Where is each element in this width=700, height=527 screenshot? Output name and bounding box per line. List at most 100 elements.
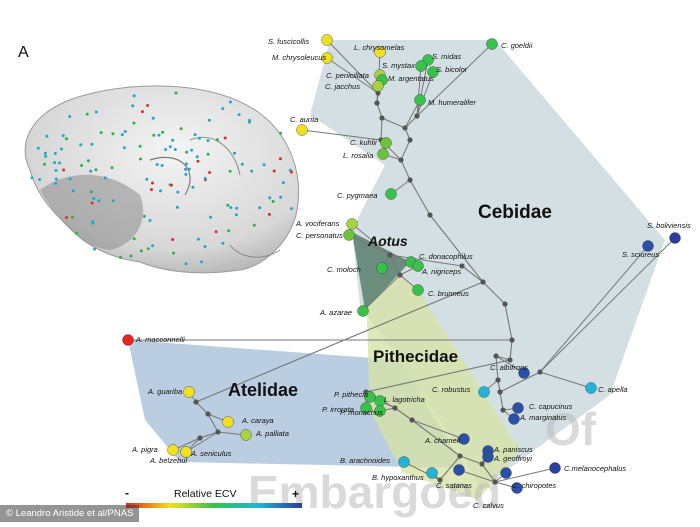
landmark-dot <box>174 91 178 95</box>
internal-node <box>215 429 221 435</box>
species-label-s-fuscicollis: S. fuscicollis <box>268 37 310 46</box>
landmark-dot <box>206 139 210 142</box>
species-label-m-argentatus: M. argentatus <box>388 74 434 83</box>
tree-edge <box>482 281 506 305</box>
landmark-dot <box>43 151 47 155</box>
species-label-s-mystax: S. mystax <box>382 61 415 70</box>
tree-edge <box>400 159 411 181</box>
landmark-dot <box>131 104 135 108</box>
tip-a-caraya <box>222 416 234 428</box>
tree-edge <box>481 463 496 483</box>
landmark-dot <box>207 118 211 122</box>
tip-c-calvus <box>511 482 523 494</box>
landmark-dot <box>38 178 42 181</box>
species-label-a-nigriceps: A. nigriceps <box>421 267 461 276</box>
species-label-a-caraya: A. caraya <box>241 416 274 425</box>
internal-node <box>374 100 380 106</box>
landmark-dot <box>45 134 49 138</box>
tip-edge <box>416 59 429 117</box>
species-label-c-penicillata: C. penicillata <box>326 71 369 80</box>
internal-node <box>409 417 415 423</box>
landmark-dot <box>148 219 152 222</box>
landmark-dot <box>209 215 213 219</box>
landmark-dot <box>94 110 98 114</box>
group-label-cebidae: Cebidae <box>478 202 552 223</box>
landmark-dot <box>196 159 200 163</box>
internal-node <box>500 407 506 413</box>
landmark-dot <box>279 131 283 135</box>
landmark-dot <box>203 245 207 248</box>
species-label-c-apella: C. apella <box>598 385 628 394</box>
species-label-m-chrysoleucus: M. chrysoleucus <box>272 53 326 62</box>
landmark-dot <box>85 112 89 116</box>
internal-node <box>437 477 443 483</box>
landmark-dot <box>94 168 98 172</box>
tip-a-geoffroyi <box>482 451 494 463</box>
landmark-dot <box>268 196 272 200</box>
landmark-dot <box>120 133 124 137</box>
species-label-a-macconnelli: A. macconnelli <box>135 335 185 344</box>
landmark-dot <box>203 176 207 180</box>
landmark-dot <box>234 213 238 217</box>
species-label-a-guariba: A. guariba <box>147 387 182 396</box>
species-label-c-robustus: C. robustus <box>432 385 471 394</box>
landmark-dot <box>198 136 201 140</box>
landmark-dot <box>65 137 68 141</box>
species-label-a-vociferans: A. vociferans <box>295 219 340 228</box>
landmark-dot <box>272 169 276 173</box>
tree-edge <box>411 419 461 457</box>
landmark-dot <box>119 255 122 259</box>
landmark-dot <box>86 159 90 163</box>
landmark-dot <box>139 249 143 253</box>
landmark-dot <box>68 115 72 118</box>
landmark-dot <box>240 162 244 166</box>
landmark-dot <box>54 182 58 185</box>
landmark-dot <box>91 220 95 224</box>
tip-p-monachus <box>374 405 386 417</box>
landmark-dot <box>152 133 156 137</box>
tip-c-kuhlii <box>380 137 392 149</box>
legend-high: + <box>292 487 299 501</box>
tip-edge <box>416 43 493 117</box>
tree-edge <box>207 413 219 433</box>
tip-edge <box>351 223 391 256</box>
tip-s-bicolor <box>427 66 439 78</box>
landmark-dot <box>150 188 153 192</box>
landmark-dot <box>176 190 180 194</box>
species-label-a-marginatus: A. marginatus <box>519 413 567 422</box>
species-label-a-geoffroyi: A. geoffroyi <box>493 454 532 463</box>
tree-edge <box>499 391 504 411</box>
internal-node <box>379 115 385 121</box>
internal-node <box>398 157 404 163</box>
tip-b-hypoxanthus <box>426 467 438 479</box>
landmark-dot <box>179 127 183 131</box>
species-label-c-donacophilus: C. donacophilus <box>419 252 473 261</box>
landmark-dot <box>58 161 61 165</box>
tip-c-apella <box>585 382 597 394</box>
tree-edge <box>459 455 483 465</box>
landmark-dot <box>252 223 256 227</box>
species-label-s-bicolor: S. bicolor <box>436 65 468 74</box>
tip-a-palliata <box>240 429 252 441</box>
tip-c-goeldii <box>486 38 498 50</box>
landmark-dot <box>171 238 175 241</box>
landmark-dot <box>90 142 94 146</box>
internal-node <box>497 389 503 395</box>
landmark-dot <box>172 251 175 255</box>
landmark-dot <box>235 206 239 210</box>
tip-a-nigriceps <box>412 260 424 272</box>
tip-a-seniculus <box>180 446 192 458</box>
internal-node <box>495 377 501 383</box>
landmark-dot <box>92 197 96 200</box>
landmark-dot <box>79 143 83 147</box>
landmark-dot <box>161 130 165 134</box>
landmark-dot <box>187 167 191 171</box>
landmark-dot <box>54 177 58 181</box>
landmark-dot <box>129 254 133 258</box>
internal-node <box>492 479 498 485</box>
species-label-l-lagotricha: L. lagotricha <box>384 395 425 404</box>
landmark-dot <box>30 176 34 180</box>
internal-node <box>457 453 463 459</box>
